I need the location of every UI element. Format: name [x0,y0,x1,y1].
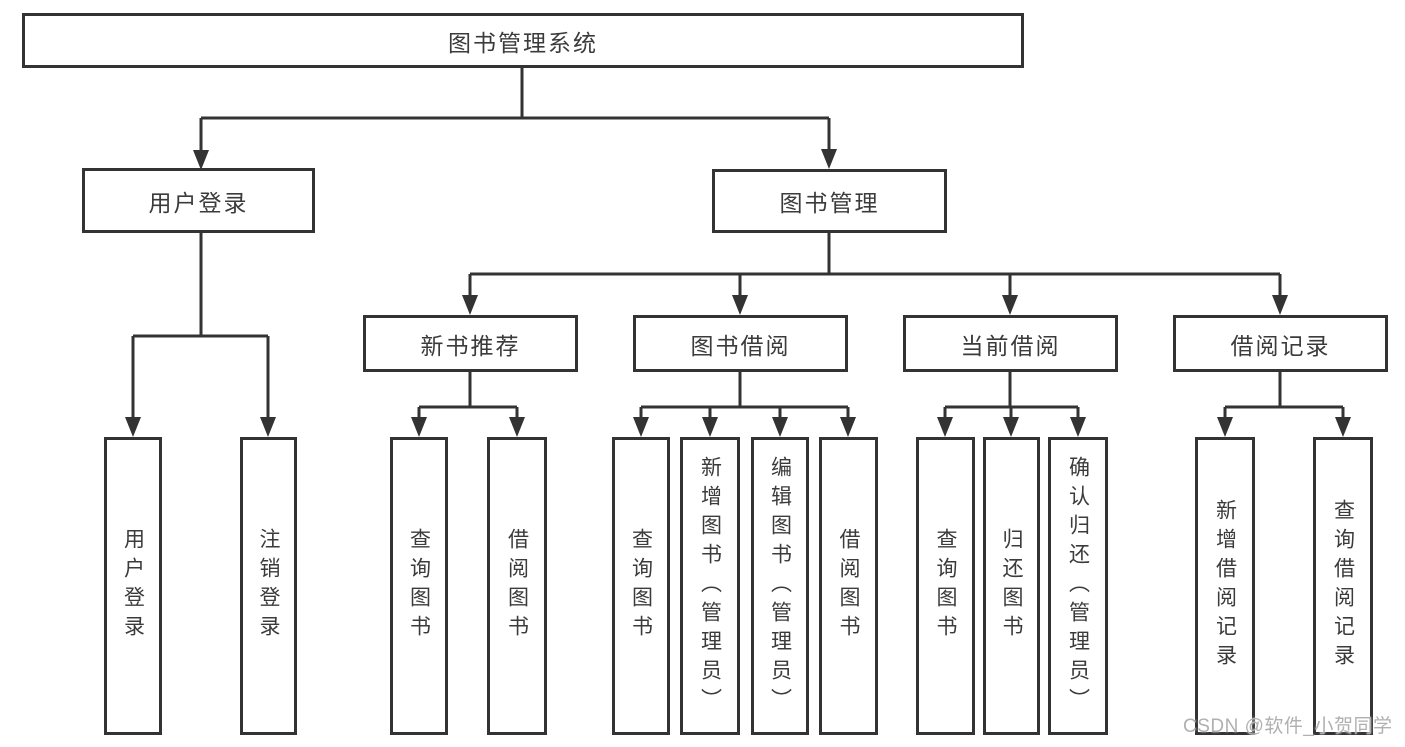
connector-root-to-level2 [193,68,837,170]
node-book-borrowing-label: 图书借阅 [690,332,791,359]
leaf-borrowing-query-book: 查询图书 [612,437,670,735]
leaf-return-book: 归还图书 [983,437,1040,735]
leaf-logout-label: 注销登录 [257,528,280,644]
leaf-add-borrow-record-label: 新增借阅记录 [1213,499,1237,673]
leaf-add-book-admin-label: 新增图书（管理员） [698,455,722,717]
leaf-newbook-borrow-book-label: 借阅图书 [505,528,529,644]
node-system-root: 图书管理系统 [22,13,1024,68]
connector-new-book-branch [411,372,525,437]
node-current-borrowing: 当前借阅 [903,315,1118,372]
node-user-login-label: 用户登录 [148,189,249,216]
leaf-query-borrow-record: 查询借阅记录 [1313,437,1373,735]
leaf-current-query-book: 查询图书 [916,437,975,735]
leaf-logout: 注销登录 [240,437,297,735]
leaf-newbook-query-book: 查询图书 [390,437,448,735]
connector-book-borrow-branch [633,372,856,437]
node-current-borrowing-label: 当前借阅 [960,332,1061,359]
node-new-book-recommend: 新书推荐 [363,315,578,372]
leaf-user-login: 用户登录 [104,437,162,735]
leaf-query-borrow-record-label: 查询借阅记录 [1331,499,1355,673]
leaf-edit-book-admin: 编辑图书（管理员） [751,437,809,735]
leaf-newbook-borrow-book: 借阅图书 [487,437,547,735]
leaf-edit-book-admin-label: 编辑图书（管理员） [768,455,792,717]
leaf-current-query-book-label: 查询图书 [934,528,957,644]
leaf-confirm-return-admin: 确认归还（管理员） [1048,437,1108,735]
node-book-borrowing: 图书借阅 [633,315,848,372]
leaf-add-book-admin: 新增图书（管理员） [680,437,740,735]
node-new-book-recommend-label: 新书推荐 [420,332,521,359]
node-borrow-records-label: 借阅记录 [1230,332,1331,359]
leaf-add-borrow-record: 新增借阅记录 [1195,437,1255,735]
leaf-borrowing-query-book-label: 查询图书 [629,528,653,644]
leaf-borrowing-borrow-book-label: 借阅图书 [837,528,860,644]
node-book-management: 图书管理 [712,169,947,233]
connector-book-mgmt-branch [462,233,1288,315]
leaf-confirm-return-admin-label: 确认归还（管理员） [1066,455,1090,717]
leaf-user-login-label: 用户登录 [121,528,145,644]
node-borrow-records: 借阅记录 [1173,315,1388,372]
node-book-management-label: 图书管理 [779,190,880,216]
connector-user-login-branch [125,233,276,437]
csdn-watermark: CSDN @软件_小贺同学 [1183,716,1393,737]
connector-current-borrow-branch [937,372,1086,437]
node-user-login: 用户登录 [82,168,315,233]
leaf-return-book-label: 归还图书 [1000,528,1023,644]
connector-borrow-record-branch [1217,372,1351,437]
node-system-root-label: 图书管理系统 [448,29,598,56]
leaf-newbook-query-book-label: 查询图书 [407,528,431,644]
leaf-borrowing-borrow-book: 借阅图书 [819,437,878,735]
